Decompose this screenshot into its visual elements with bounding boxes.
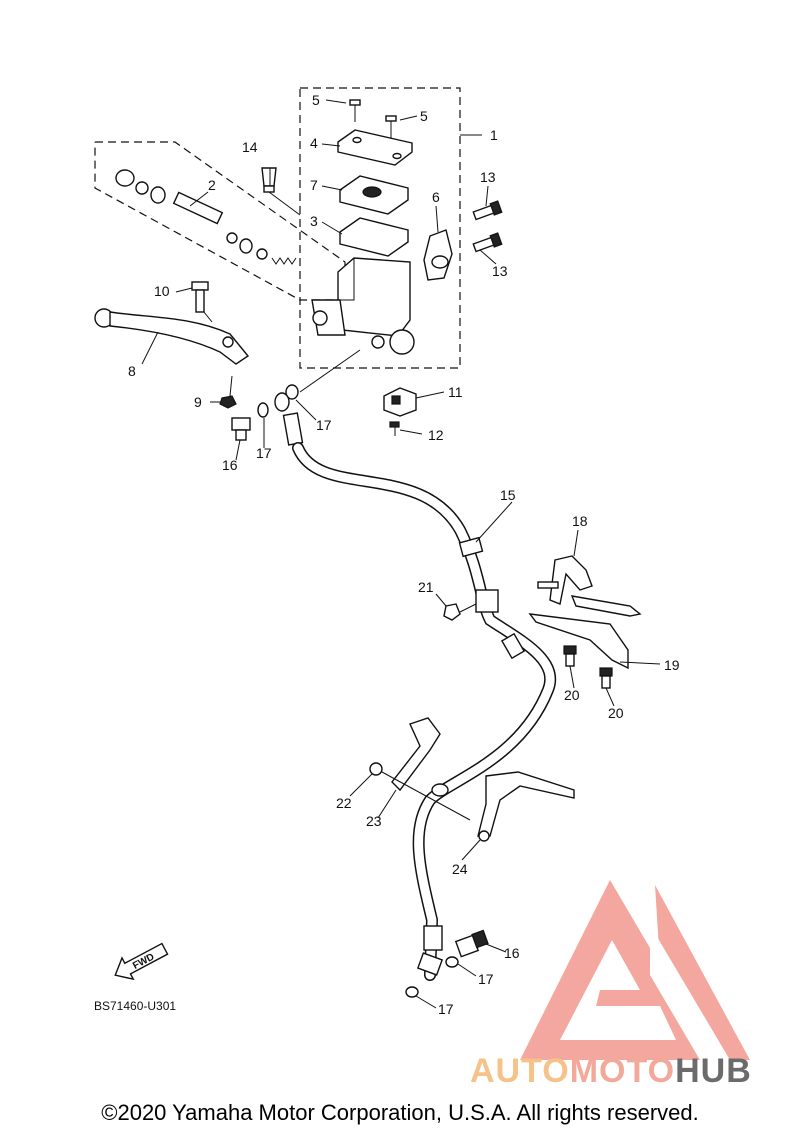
callout-7: 7 <box>310 177 318 193</box>
bracket-plate <box>528 613 629 670</box>
lever-pivot-bolt <box>191 281 213 323</box>
gasket-upper-a <box>257 402 269 418</box>
callout-4: 4 <box>310 135 318 151</box>
watermark-logo-icon <box>520 880 750 1060</box>
copyright-text: ©2020 Yamaha Motor Corporation, U.S.A. A… <box>101 1100 699 1125</box>
hose-guide <box>431 771 575 842</box>
callout-5: 5 <box>420 108 428 124</box>
clamp-holder <box>423 229 453 281</box>
callout-23: 23 <box>366 813 382 829</box>
callout-19: 19 <box>664 657 680 673</box>
callout-11: 11 <box>448 384 463 400</box>
callout-17: 17 <box>438 1001 454 1017</box>
leader-lines <box>141 99 661 1009</box>
callout-8: 8 <box>128 363 136 379</box>
callout-24: 24 <box>452 861 468 877</box>
brake-hose <box>292 442 557 981</box>
hose-nut <box>443 603 461 621</box>
cap-screw-left <box>349 99 361 122</box>
bracket-bolt-b <box>599 667 613 689</box>
callout-2: 2 <box>208 177 216 193</box>
callout-20: 20 <box>564 687 580 703</box>
diaphragm <box>339 217 409 257</box>
brand-hub: HUB <box>675 1052 752 1090</box>
switch-screw <box>389 421 400 436</box>
gasket-upper-b <box>285 384 299 400</box>
clamp-bolt-lower <box>472 232 503 253</box>
brake-lever <box>94 308 250 365</box>
callout-21: 21 <box>418 579 434 595</box>
brake-light-switch <box>383 387 417 417</box>
watermark-brand: AUTOMOTOHUB <box>470 1052 752 1091</box>
master-cylinder-body <box>311 257 415 355</box>
callout-17: 17 <box>478 971 494 987</box>
callout-17: 17 <box>256 445 272 461</box>
callout-10: 10 <box>154 283 170 299</box>
hose-clamp-bracket <box>537 555 642 617</box>
callout-12: 12 <box>428 427 444 443</box>
master-cylinder-assembly-outline <box>299 87 461 369</box>
hose-fitting-upper <box>274 392 304 446</box>
gasket-lower-b <box>405 986 419 998</box>
drawing-code: BS71460-U301 <box>94 999 176 1013</box>
callout-labels: 1 2 3 4 5 5 6 7 8 9 10 11 12 13 13 14 15… <box>128 92 680 1017</box>
gasket-lower-a <box>445 956 459 968</box>
callout-13: 13 <box>492 263 508 279</box>
callout-5: 5 <box>312 92 320 108</box>
callout-14: 14 <box>242 139 258 155</box>
callout-16: 16 <box>222 457 238 473</box>
hose-clamp <box>391 717 441 792</box>
callout-3: 3 <box>310 213 318 229</box>
cap-screw-right <box>385 115 397 138</box>
union-bolt-upper <box>231 417 251 441</box>
cap-plug <box>261 167 301 216</box>
callout-17: 17 <box>316 417 332 433</box>
clamp-bolt-upper <box>472 200 503 221</box>
callout-9: 9 <box>194 394 202 410</box>
brand-auto: AUTO <box>470 1052 570 1090</box>
callout-18: 18 <box>572 513 588 529</box>
union-bolt-lower <box>454 929 489 958</box>
clamp-bolt <box>369 762 471 821</box>
callout-6: 6 <box>432 189 440 205</box>
callout-13: 13 <box>480 169 496 185</box>
callout-1: 1 <box>490 127 498 143</box>
pivot-nut <box>219 395 237 409</box>
brand-moto: MOTO <box>569 1052 676 1090</box>
piston-kit-parts <box>115 169 297 265</box>
callout-15: 15 <box>500 487 516 503</box>
callout-22: 22 <box>336 795 352 811</box>
callout-16: 16 <box>504 945 520 961</box>
callout-20: 20 <box>608 705 624 721</box>
parts-diagram: 1 2 3 4 5 5 6 7 8 9 10 11 12 13 13 14 15… <box>94 87 680 1017</box>
